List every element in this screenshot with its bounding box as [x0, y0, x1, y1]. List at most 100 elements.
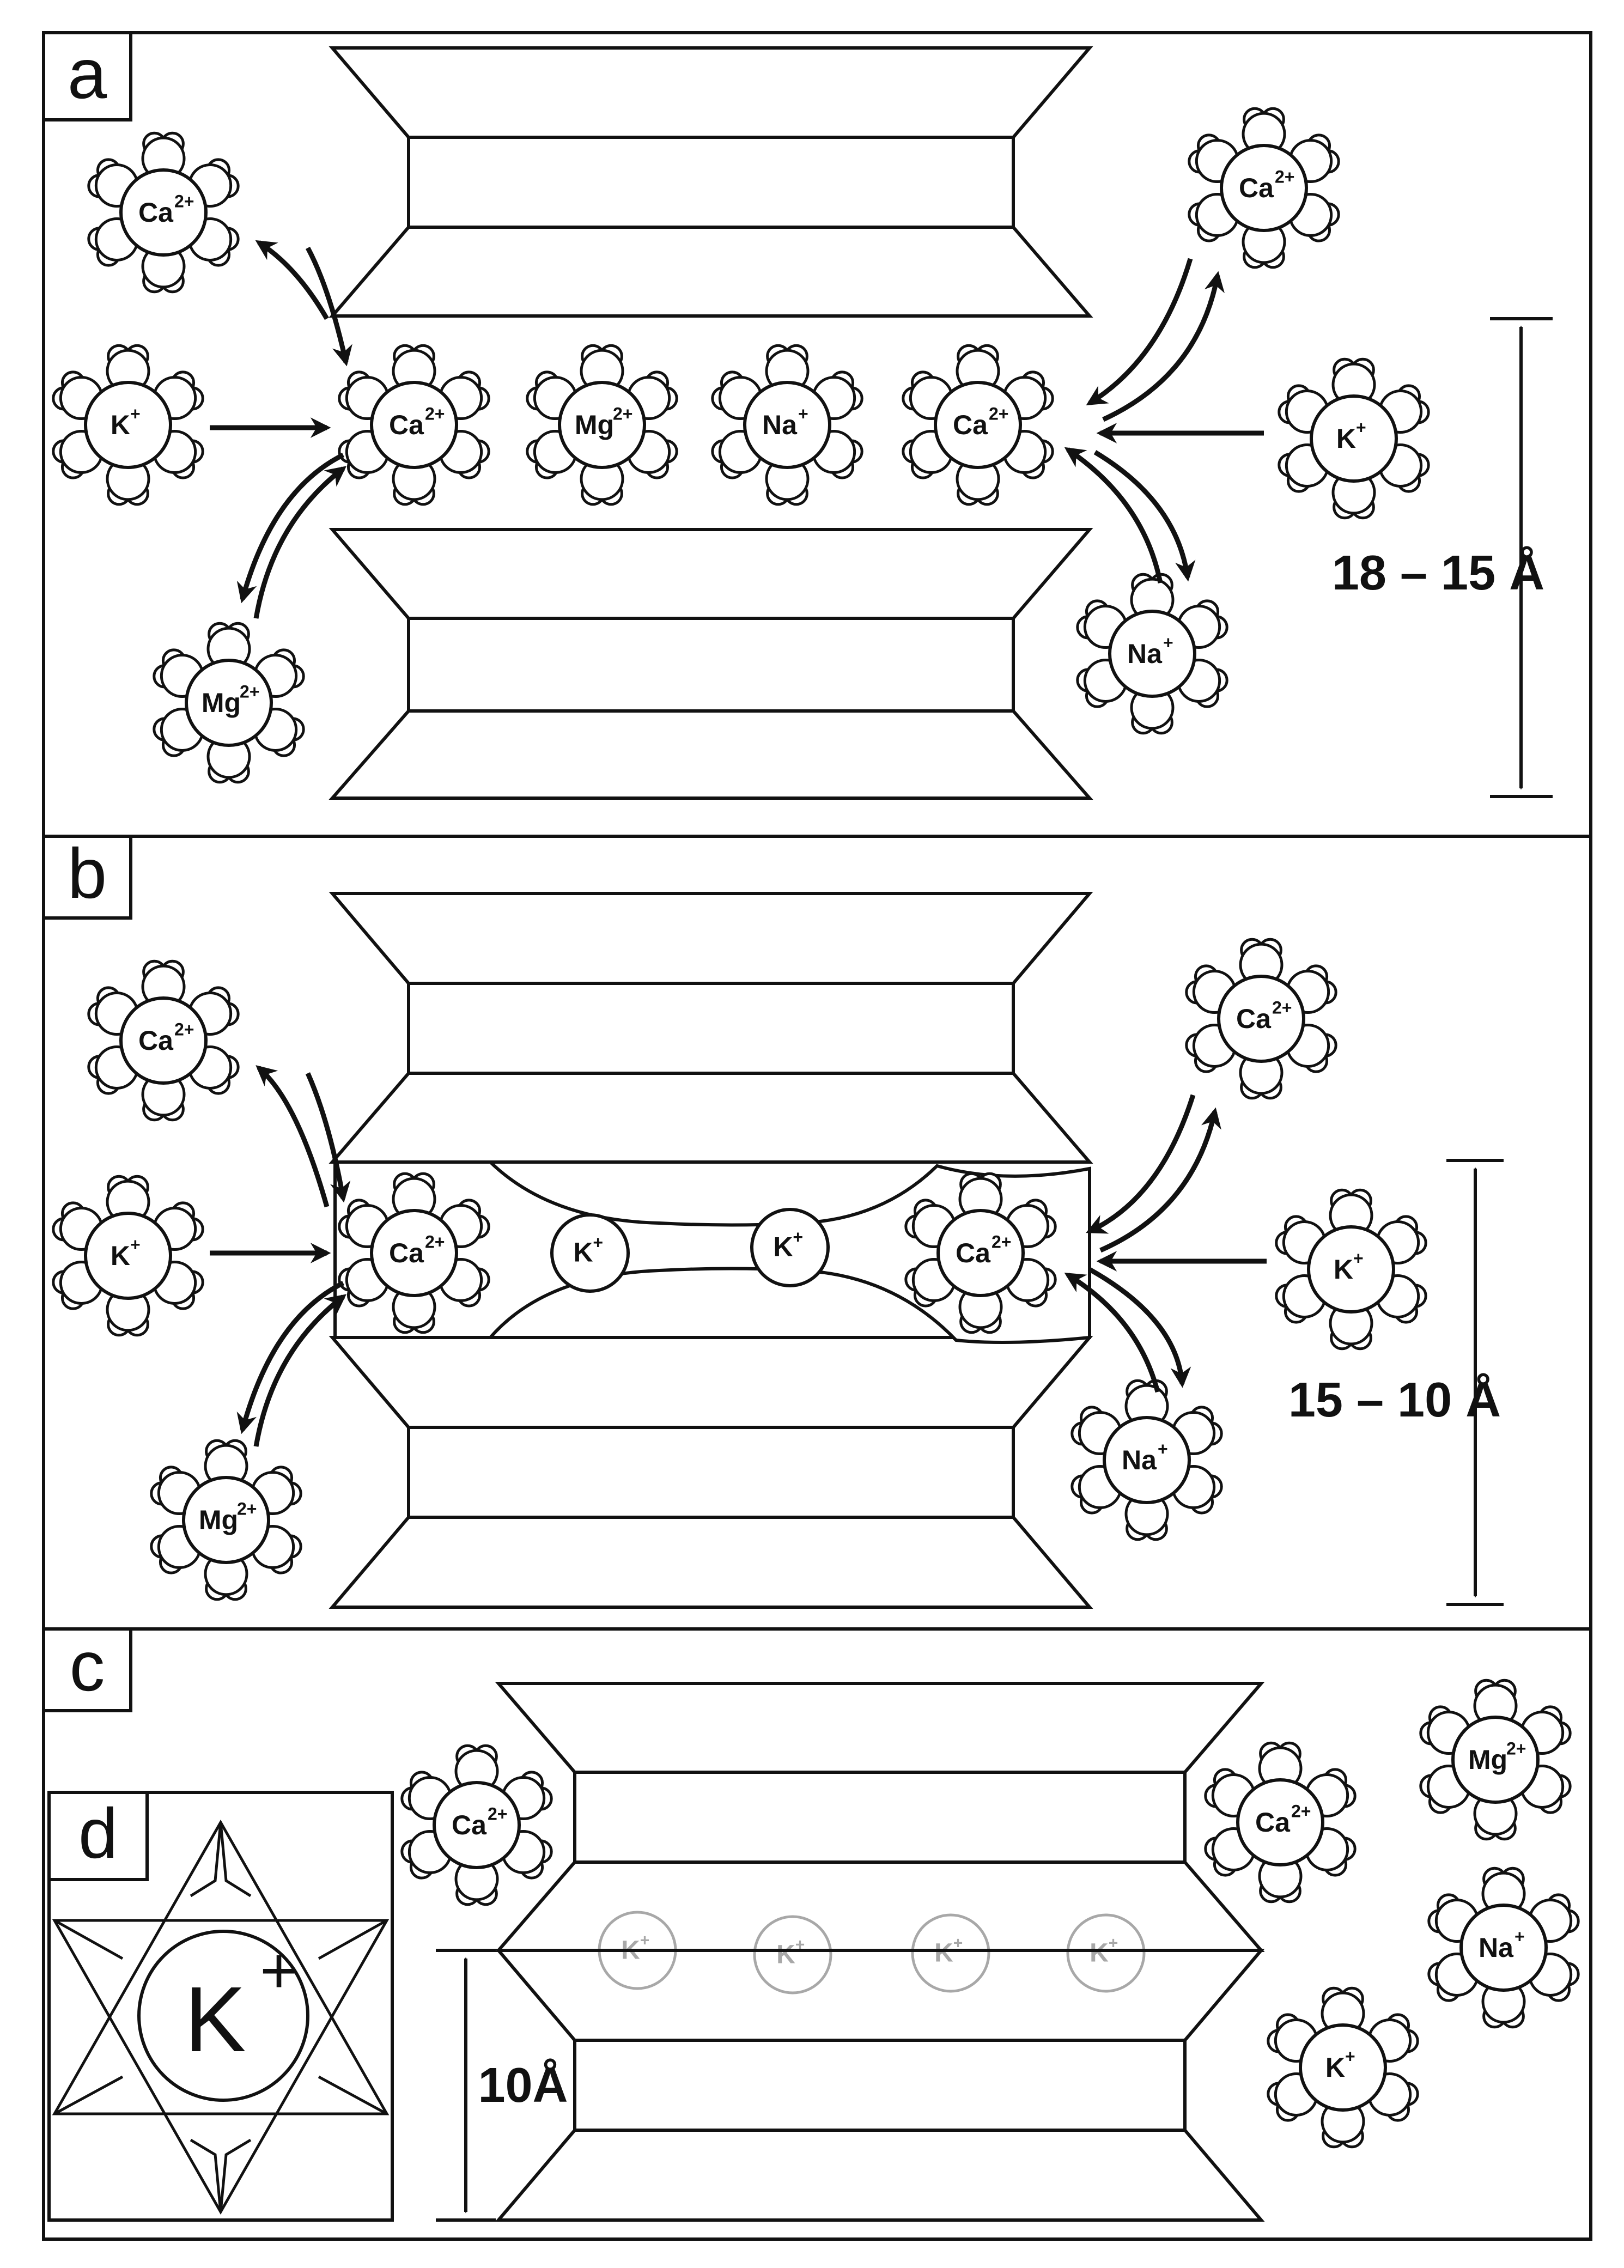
ion-symbol: K: [111, 410, 130, 440]
ion-symbol: K: [1336, 423, 1356, 454]
svg-text:a: a: [68, 34, 107, 113]
potassium-ion-cavity: [137, 1930, 309, 2102]
hydrated-ion-mg: Mg2+: [1419, 1679, 1572, 1841]
ion-symbol: Ca: [138, 197, 174, 228]
clay-layer-bottom: [329, 528, 1093, 800]
svg-text:c: c: [70, 1626, 105, 1706]
ion-charge: +: [1158, 1439, 1168, 1459]
ion-charge: 2+: [989, 404, 1008, 424]
clay-layer-top: [329, 892, 1093, 1164]
hydrated-ion-k: K+: [52, 344, 204, 506]
ion-charge: 2+: [1506, 1739, 1526, 1759]
ion-charge: +: [1345, 2047, 1355, 2066]
fixed-ion-k: K+: [753, 1915, 832, 1995]
ion-symbol: Na: [1122, 1445, 1157, 1475]
spacing-indicator-b: 15 – 10 Å: [1288, 1159, 1504, 1606]
arrow-na-in: [1064, 1273, 1160, 1393]
ion-core: [185, 659, 273, 747]
ion-charge: 2+: [174, 1020, 194, 1039]
ion-core: [1307, 1225, 1395, 1314]
ion-symbol: Ca: [389, 1238, 424, 1268]
ion-charge: +: [130, 404, 141, 424]
ion-charge: 2+: [174, 192, 194, 211]
hydrated-ion-k: K+: [1278, 357, 1430, 520]
ion-charge: +: [953, 1935, 963, 1953]
ion-charge: +: [1356, 418, 1366, 437]
ion-symbol: Ca: [389, 410, 424, 440]
collapsing-interlayer: [333, 1160, 1091, 1344]
ion-core: [84, 1212, 172, 1300]
arrow-ca-out-right: [1102, 271, 1225, 422]
hydrated-ion-mg: Mg2+: [153, 622, 305, 784]
svg-text:b: b: [68, 834, 107, 913]
ion-core: [370, 1209, 458, 1297]
arrow-ca-out: [255, 240, 329, 320]
bare-ion-k: K+: [750, 1208, 830, 1287]
arrow-na-in: [1064, 447, 1163, 583]
ion-symbol: Mg: [199, 1505, 238, 1535]
arrow-ca-out-right: [1099, 1107, 1221, 1253]
exchange-arrows: [210, 240, 1264, 619]
ion-charge: 2+: [488, 1804, 507, 1824]
ion-core: [119, 996, 208, 1085]
ion-core: [936, 1209, 1025, 1297]
ion-core: [1299, 2023, 1387, 2112]
ion-core: [1220, 144, 1308, 232]
arrow-mg-in: [253, 466, 346, 619]
ion-symbol: K: [1334, 1254, 1353, 1285]
spacing-indicator-a: 18 – 15 Å: [1332, 317, 1553, 798]
panel-label-a: a: [42, 31, 132, 121]
ion-core: [433, 1781, 521, 1869]
ion-charge: +: [130, 1235, 141, 1255]
ion-core: [1459, 1904, 1548, 1992]
ion-charge: +: [1353, 1249, 1364, 1268]
ion-charge: 2+: [1272, 998, 1292, 1018]
ion-charge: 2+: [613, 404, 632, 424]
ion-core: [1103, 1416, 1191, 1504]
panel-d: d K +: [47, 1791, 394, 2222]
hexagonal-cavity: [52, 1819, 390, 2215]
ion-symbol: Ca: [956, 1238, 991, 1268]
ion-symbol: K: [111, 1241, 130, 1271]
ion-symbol: K: [776, 1940, 795, 1969]
ion-symbol: K: [934, 1938, 953, 1967]
spacing-label: 18 – 15 Å: [1332, 546, 1544, 600]
ion-charge: +: [1109, 1935, 1118, 1953]
ion-core: [1108, 610, 1196, 698]
ion-symbol: K: [573, 1237, 593, 1267]
arrow-ca-in-right: [1086, 258, 1193, 405]
clay-layer-top: [329, 46, 1093, 318]
ion-charge: 2+: [425, 404, 445, 424]
clay-layer-bottom: [495, 1949, 1265, 2222]
spacing-label: 15 – 10 Å: [1288, 1373, 1501, 1427]
ion-symbol: K: [1090, 1938, 1109, 1967]
ion-core: [1066, 1913, 1146, 1993]
ion-charge: +: [1514, 1927, 1525, 1947]
arrow-na-out: [1093, 450, 1196, 582]
panel-label-c: c: [42, 1626, 132, 1712]
ion-charge-large: +: [260, 1934, 298, 2007]
ion-core: [370, 381, 458, 469]
clay-layer-top: [495, 1682, 1265, 1952]
ion-core: [182, 1476, 270, 1564]
arrow-ca-in: [305, 1072, 351, 1203]
hydrated-ion-k: K+: [52, 1175, 204, 1337]
ion-core: [1236, 1778, 1324, 1866]
ion-core: [753, 1915, 832, 1995]
ion-symbol: K: [1325, 2052, 1345, 2083]
hydrated-ion-mg: Mg2+: [150, 1439, 302, 1601]
ion-charge: 2+: [240, 682, 259, 702]
arrow-ca-out: [256, 1065, 330, 1208]
ion-symbol: Ca: [1255, 1807, 1291, 1838]
ion-symbol: Na: [1479, 1932, 1514, 1963]
ion-core: [911, 1913, 990, 1993]
ion-charge: 2+: [1291, 1802, 1311, 1821]
